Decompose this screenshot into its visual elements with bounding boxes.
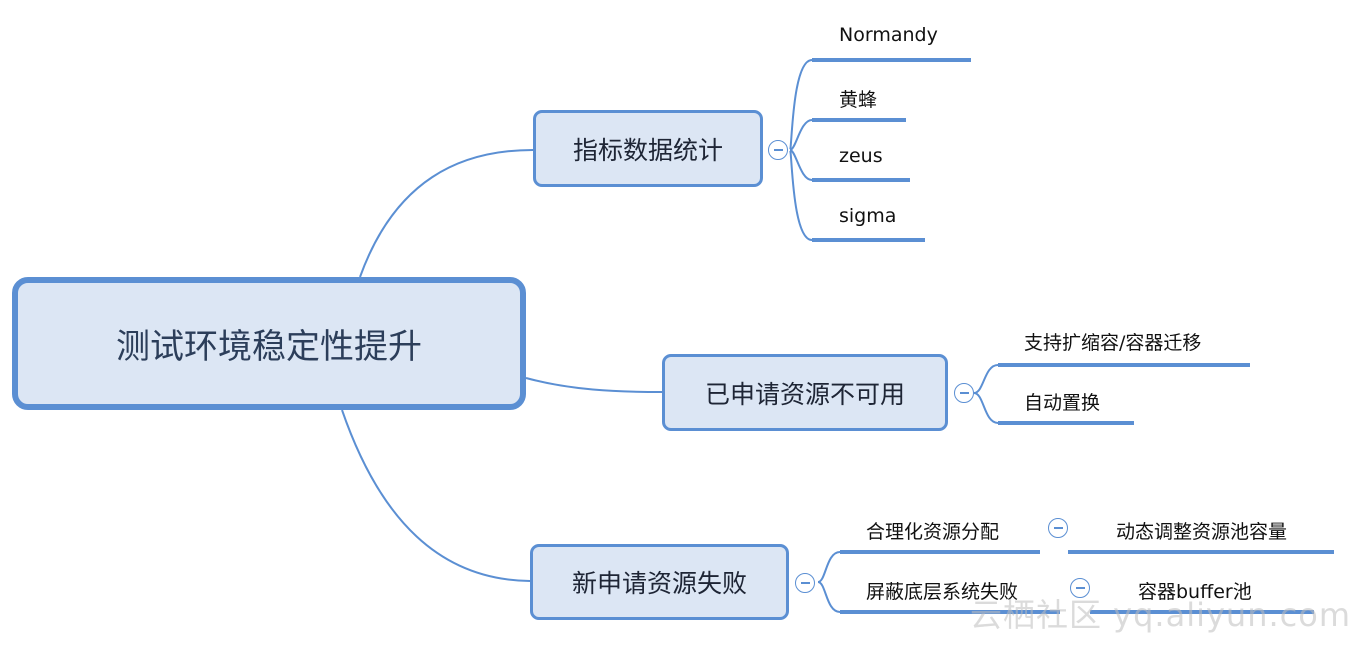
branch-node-label: 新申请资源失败 (571, 569, 747, 598)
leaf-underline (1090, 610, 1314, 614)
connector-root-branch1 (359, 149, 534, 278)
collapse-icon[interactable] (795, 573, 815, 593)
leaf-rational-allocation[interactable]: 合理化资源分配 (866, 521, 1000, 543)
connector-root-branch2 (525, 377, 663, 393)
leaf-shield-failure[interactable]: 屏蔽底层系统失败 (866, 581, 1019, 603)
leaf-hornet[interactable]: 黄蜂 (839, 89, 878, 111)
leaf-underline (1068, 550, 1334, 554)
connector-branch2-children (973, 364, 999, 424)
leaf-buffer-pool[interactable]: 容器buffer池 (1138, 581, 1252, 603)
branch-node-label: 已申请资源不可用 (704, 379, 905, 409)
connector-branch1-children (789, 59, 813, 241)
root-node-label: 测试环境稳定性提升 (116, 327, 422, 367)
branch-node-new-request-failed[interactable]: 新申请资源失败 (530, 544, 789, 620)
collapse-icon[interactable] (954, 383, 974, 403)
branch-node-label: 指标数据统计 (572, 135, 723, 165)
leaf-sigma[interactable]: sigma (839, 205, 897, 227)
leaf-underline (812, 58, 971, 62)
collapse-icon[interactable] (768, 140, 788, 160)
collapse-icon[interactable] (1070, 578, 1090, 598)
watermark: 云栖社区 yq.aliyun.com (969, 596, 1351, 634)
leaf-underline (812, 178, 910, 182)
branch-node-unavailable[interactable]: 已申请资源不可用 (662, 354, 948, 431)
leaf-scale-migrate[interactable]: 支持扩缩容/容器迁移 (1024, 332, 1202, 354)
leaf-underline (812, 238, 925, 242)
collapse-icon[interactable] (1048, 518, 1068, 538)
connector-branch3-children (817, 551, 841, 613)
leaf-normandy[interactable]: Normandy (839, 24, 938, 46)
root-node[interactable]: 测试环境稳定性提升 (12, 277, 526, 410)
leaf-underline (840, 550, 1040, 554)
leaf-underline (998, 421, 1134, 425)
leaf-underline (840, 610, 1060, 614)
branch-node-metrics[interactable]: 指标数据统计 (533, 110, 763, 187)
leaf-auto-replace[interactable]: 自动置换 (1024, 392, 1101, 414)
leaf-dynamic-pool[interactable]: 动态调整资源池容量 (1116, 521, 1288, 543)
leaf-underline (998, 363, 1250, 367)
connector-root-branch3 (341, 409, 531, 582)
leaf-underline (812, 118, 906, 122)
leaf-zeus[interactable]: zeus (839, 145, 883, 167)
